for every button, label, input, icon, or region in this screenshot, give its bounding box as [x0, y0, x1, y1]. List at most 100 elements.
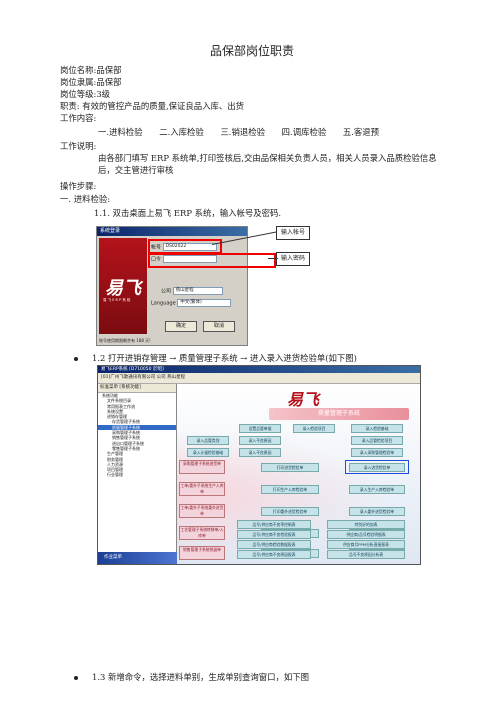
menu-tree-item[interactable]: 质量管理子系统 [98, 424, 176, 431]
callout-password: 输入密码 [276, 252, 311, 266]
step-1-3: 1.3 新增命令，选择进料单别，生成单别查询窗口，如下图 [92, 672, 309, 682]
menu-tree-item[interactable]: 财务管理 [107, 456, 123, 462]
language-row: Language 中文(繁体) [151, 299, 232, 307]
report-cell[interactable]: 供应商/品号检验明细表 [327, 530, 405, 539]
menu-tree-item[interactable]: 行业管理 [107, 472, 123, 478]
info-dept: 岗位隶属:品保部 [60, 77, 122, 87]
callout-arrow [268, 258, 278, 259]
work-desc: 由各部门填写 ERP 系统单,打印签核后,交由品保相关负责人员，相关人员录入品质… [98, 153, 437, 175]
print-cell[interactable]: 打印生产入库检验单 [261, 485, 319, 494]
login-status: 账号使用期限剩余有 188 天! [99, 338, 151, 343]
password-row: 口令 [151, 255, 217, 263]
language-select[interactable]: 中文(繁体) [177, 299, 232, 307]
cancel-button[interactable]: 取消 [203, 321, 235, 332]
info-post-name: 岗位名称:品保部 [60, 65, 122, 75]
menu-tree-item[interactable]: 销售管理子系统 [112, 435, 140, 441]
menu-tree: 系统功能 文件系统目录 常用报表工作流 系统设置 进销存管理 存货管理子系统 质… [98, 393, 176, 478]
menu-tree-item[interactable]: 常用报表工作流 [107, 403, 135, 409]
company-select[interactable]: 燕山星程 [172, 287, 223, 295]
bullet-dot [74, 356, 78, 361]
menu-tree-item[interactable]: 项目管理 [107, 467, 123, 473]
source-doc-cell[interactable]: 工艺管理子系统转移单/入库单 [179, 526, 225, 540]
flow-cell[interactable]: 录入检验基础 [351, 424, 403, 433]
flow-cell[interactable]: 录入不良原因 [239, 448, 281, 457]
company-row: 公司 燕山星程 [161, 287, 223, 295]
account-input[interactable]: DS02022 [162, 243, 217, 251]
callout-account: 输入帐号 [276, 226, 311, 240]
language-label: Language [151, 300, 176, 307]
source-doc-cell[interactable]: 工单/委外子系统生产入库单 [179, 482, 225, 496]
step-1-3-bullet: 1.3 新增命令，选择进料单别，生成单别查询窗口，如下图 [74, 671, 309, 683]
menu-tree-item[interactable]: 文件系统目录 [107, 398, 131, 404]
login-dialog: 系统登录 易飞 易 飞 E R P 系 统 帐号 DS02022 口令 公司 燕… [96, 226, 248, 346]
password-label: 口令 [151, 256, 162, 263]
erp-logo: 易飞 [287, 390, 320, 409]
entry-cell-incoming-inspection[interactable]: 录入进货检验单 [349, 463, 405, 472]
menu-tree-item[interactable]: 进出口管理子系统 [112, 440, 144, 446]
report-cell[interactable]: 供应商月PPM分析直接报表 [327, 540, 405, 549]
report-cell[interactable]: 特别好的加表 [327, 520, 405, 529]
menu-tree-item[interactable]: 人力资源 [107, 461, 123, 467]
report-cell[interactable]: 品号/供应商检验数据报表 [237, 540, 311, 549]
password-input[interactable] [162, 255, 217, 263]
erp-sidebar: 标准菜单 [系统功能] 系统功能 文件系统目录 常用报表工作流 系统设置 进销存… [98, 384, 177, 552]
section-1-heading: 一. 进料检验: [60, 194, 111, 204]
info-duty: 职责: 有效的管控产品的质量,保证良品入库、出货 [60, 101, 245, 111]
highlight-frame [345, 460, 409, 474]
flow-cell[interactable]: 录入品管类别 [187, 436, 229, 445]
job-menu-button[interactable]: 作业菜单 [98, 552, 182, 564]
module-banner: 质量管理子系统 [269, 408, 409, 420]
work-items: 一.进料检验 二.入库检验 三.销退检验 四.调库检验 五.客退预 [98, 126, 393, 138]
info-level: 岗位等级:3级 [60, 89, 111, 99]
flow-cell[interactable]: 录入检验项目 [293, 424, 335, 433]
flow-cell[interactable]: 录入计量检验基础 [187, 448, 229, 457]
page-title: 品保部岗位职责 [209, 44, 294, 58]
source-doc-cell[interactable]: 销售管理子系统销退单 [179, 546, 225, 560]
flow-cell[interactable]: 录入品管检验项目 [351, 436, 403, 445]
menu-tree-item[interactable]: 系统设置 [107, 408, 123, 414]
info-work-content: 工作内容: [60, 113, 97, 123]
source-doc-cell[interactable]: 采购管理子系统进货单 [179, 460, 225, 474]
login-logo-panel: 易飞 易 飞 E R P 系 统 [99, 238, 147, 334]
account-label: 帐号 [151, 244, 162, 251]
report-cell[interactable]: 品号不良原因分析表 [327, 550, 405, 559]
print-cell[interactable]: 打印进货检验单 [261, 463, 319, 472]
step-1-2-bullet: 1.2 打开进销存管理 → 质量管理子系统 → 进入录入进货检验单(如下图) [74, 352, 357, 364]
entry-cell[interactable]: 录入生产入库检验单 [349, 485, 405, 494]
login-logo-subtitle: 易 飞 E R P 系 统 [103, 298, 131, 302]
sidebar-tab[interactable]: 标准菜单 [系统功能] [98, 384, 176, 393]
menu-tree-item[interactable]: 进销存管理 [107, 414, 127, 420]
step-1-2: 1.2 打开进销存管理 → 质量管理子系统 → 进入录入进货检验单(如下图) [92, 353, 357, 363]
steps-label: 操作步骤: [60, 181, 97, 191]
login-logo: 易飞 [105, 278, 141, 299]
work-item: 一.进料检验 [98, 127, 143, 137]
erp-titlebar: 易飞ERP系统 [D710050 於昭] [98, 366, 420, 373]
menu-tree-item[interactable]: 零售管理子系统 [112, 445, 140, 451]
account-row: 帐号 DS02022 [151, 243, 217, 251]
flow-cell[interactable]: 设置品管单据 [239, 424, 281, 433]
work-item: 五.客退预 [342, 127, 380, 137]
menu-tree-item[interactable]: 系统功能 [102, 393, 118, 398]
work-item: 四.调库检验 [281, 127, 327, 137]
report-cell[interactable]: 品号/供应商不良检验报表 [237, 530, 311, 539]
work-desc-label: 工作说明: [60, 141, 97, 151]
login-titlebar: 系统登录 [97, 227, 247, 236]
menu-tree-item[interactable]: 采购管理子系统 [112, 430, 140, 436]
source-doc-cell[interactable]: 工单/委外子系统委外进货单 [179, 504, 225, 518]
ok-button[interactable]: 确定 [165, 321, 197, 332]
flow-cell[interactable]: 录入不良原因 [239, 436, 281, 445]
report-cell[interactable]: 品号/供应商不良原因报表 [237, 550, 311, 559]
flow-cell[interactable]: 录入采购管理检验单 [351, 448, 403, 457]
entry-cell[interactable]: 录入委外进货检验单 [349, 507, 405, 516]
print-cell[interactable]: 打印委外进货检验单 [261, 507, 319, 516]
menu-tree-item[interactable]: 生产管理 [107, 451, 123, 457]
menu-tree-item[interactable]: 存货管理子系统 [112, 419, 140, 425]
report-cell[interactable]: 品号/供应商不良率控制表 [237, 520, 311, 529]
work-item: 二.入库检验 [159, 127, 204, 137]
company-label: 公司 [161, 288, 172, 295]
step-1-1: 1.1. 双击桌面上易飞 ERP 系统，输入帐号及密码. [94, 208, 282, 218]
password-highlight [148, 253, 276, 268]
erp-toolbar: [01]广州飞歌通讯有限公司 公司 燕山星程 [98, 373, 420, 384]
account-highlight [148, 239, 222, 254]
bullet-dot [74, 675, 78, 680]
